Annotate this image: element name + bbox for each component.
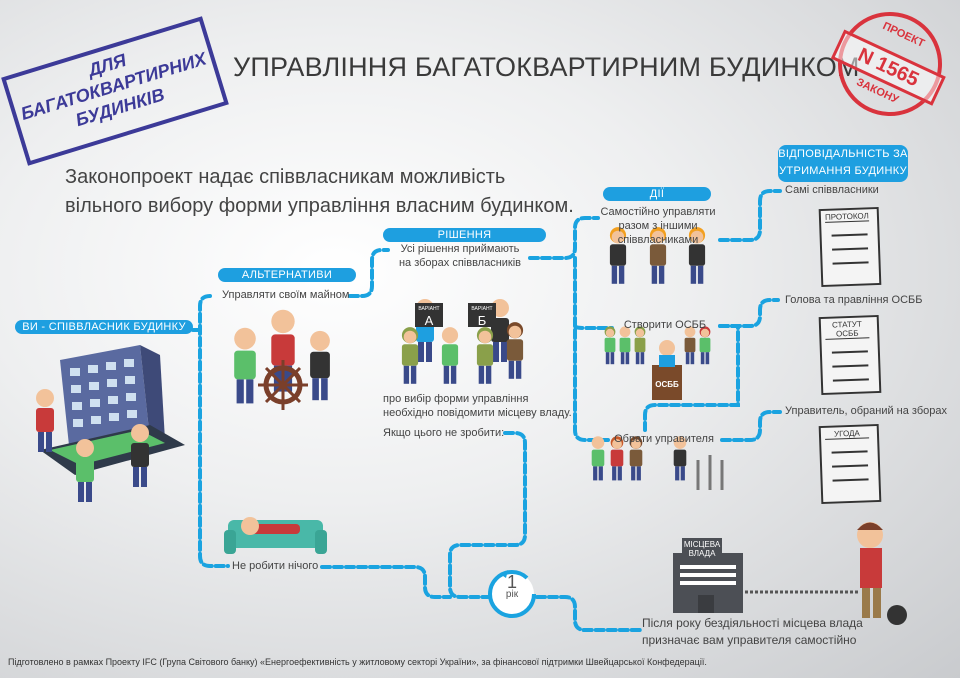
podium-label: ОСББ xyxy=(655,380,679,389)
text-line: призначає вам управителя самостійно xyxy=(642,633,857,647)
authority-sign: МІСЦЕВА ВЛАДА xyxy=(682,540,722,558)
apartment-building-illustration xyxy=(40,345,185,475)
connector-nothing-timer xyxy=(320,565,452,599)
alternatives-pill: АЛЬТЕРНАТИВИ xyxy=(218,268,356,282)
text-line: про вибір форми управління xyxy=(383,393,529,405)
connector-manage-decision xyxy=(348,248,390,298)
person-figure xyxy=(36,389,54,452)
alt-manage-label: Управляти своїм майном xyxy=(222,289,350,301)
person-figure xyxy=(441,327,459,384)
text-line: Самостійно управляти xyxy=(600,206,716,218)
agreement-document-icon: УГОДА xyxy=(818,423,882,505)
steering-wheel-illustration xyxy=(258,360,308,410)
local-authority-building xyxy=(673,538,743,613)
owner-pill: ВИ - СПІВВЛАСНИК БУДИНКУ xyxy=(15,320,193,334)
intro-line: вільного вибору форми управління власним… xyxy=(65,195,574,217)
responsibility-pill: ВІДПОВІДАЛЬНІСТЬ ЗА УТРИМАННЯ БУДИНКУ xyxy=(778,145,908,182)
board-a: ВАРІАНТ А xyxy=(415,305,443,328)
connector-osbb-resp xyxy=(718,298,780,328)
resp-osbb-label: Голова та правління ОСББ xyxy=(785,294,923,306)
chained-person-illustration xyxy=(745,522,907,625)
person-figure xyxy=(619,326,631,365)
intro-text: Законопроект надає співвласникам можливі… xyxy=(65,163,574,221)
timer-icon xyxy=(488,570,536,618)
person-figure xyxy=(310,330,330,401)
timer-label: 1 рік xyxy=(496,572,528,600)
connector-self-resp xyxy=(718,189,782,242)
statute-document-icon: СТАТУТ ОСББ xyxy=(818,314,882,396)
voting-boards xyxy=(415,303,496,327)
resp-manager-label: Управитель, обраний на зборах xyxy=(785,405,947,417)
person-figure xyxy=(673,436,687,481)
action-self-text: Самостійно управляти разом з іншими спів… xyxy=(595,205,721,247)
connector-owner-alternatives xyxy=(191,294,230,568)
person-figure xyxy=(591,436,605,481)
resp-owners-label: Самі співвласники xyxy=(785,184,879,196)
board-letter: А xyxy=(424,313,434,328)
tools-illustration xyxy=(696,455,724,490)
podium-illustration xyxy=(652,340,682,400)
action-manager-text: Обрати управителя xyxy=(614,433,714,445)
text-line: Усі рішення приймають xyxy=(400,243,520,255)
person-figure xyxy=(688,227,706,284)
person-figure xyxy=(699,326,711,365)
text-line: Після року бездіяльності місцева влада xyxy=(642,616,863,630)
person-figure xyxy=(604,326,616,365)
text-line: співвласниками xyxy=(617,234,699,246)
connector-ifnot-timer xyxy=(448,431,527,599)
person-figure xyxy=(610,436,624,481)
person-figure xyxy=(649,227,667,284)
decision-text: Усі рішення приймають на зборах співвлас… xyxy=(390,242,530,270)
timer-unit: рік xyxy=(505,589,519,600)
sofa-illustration xyxy=(224,517,327,554)
person-figure xyxy=(506,322,524,379)
doc-title: ПРОТОКОЛ xyxy=(824,211,870,223)
connector-decision-actions xyxy=(528,216,614,442)
sign-line: МІСЦЕВА xyxy=(683,540,721,549)
person-figure xyxy=(629,436,643,481)
person-figure xyxy=(401,327,419,384)
person-figure xyxy=(234,327,256,404)
person-figure xyxy=(476,327,494,384)
connector-timer-authority xyxy=(535,595,642,632)
person-figure xyxy=(609,227,627,284)
pill-line: УТРИМАННЯ БУДИНКУ xyxy=(779,165,907,177)
protocol-document-icon: ПРОТОКОЛ xyxy=(818,206,882,288)
doc-title: УГОДА xyxy=(824,428,870,440)
board-small: ВАРІАНТ xyxy=(471,306,493,312)
notify-text: про вибір форми управління необхідно пов… xyxy=(383,392,572,420)
decision-pill: РІШЕННЯ xyxy=(383,228,546,242)
pill-line: ВІДПОВІДАЛЬНІСТЬ ЗА xyxy=(778,148,908,160)
person-figure xyxy=(634,326,646,365)
timer-number: 1 xyxy=(506,572,517,592)
person-figure xyxy=(684,326,696,365)
authority-text: Після року бездіяльності місцева влада п… xyxy=(642,615,863,649)
text-line: необхідно повідомити місцеву владу. xyxy=(383,407,572,419)
action-osbb-text: Створити ОСББ xyxy=(623,319,707,331)
person-figure xyxy=(76,439,94,502)
text-line: разом з іншими xyxy=(618,220,698,232)
intro-line: Законопроект надає співвласникам можливі… xyxy=(65,166,506,188)
alt-nothing-label: Не робити нічого xyxy=(232,560,319,572)
board-small: ВАРІАНТ xyxy=(418,306,440,312)
connector-osbb-manager xyxy=(643,324,740,432)
footer-credits: Підготовлено в рамках Проекту IFC (Група… xyxy=(8,657,707,667)
board-b: ВАРІАНТ Б xyxy=(468,305,496,328)
connector-manager-resp xyxy=(720,410,782,442)
text-line: на зборах співвласників xyxy=(398,257,522,269)
actions-pill: ДІЇ xyxy=(603,187,711,201)
person-figure xyxy=(131,424,149,487)
board-letter: Б xyxy=(477,313,487,328)
doc-title: СТАТУТ ОСББ xyxy=(824,319,870,340)
sign-line: ВЛАДА xyxy=(688,549,716,558)
page-title: УПРАВЛІННЯ БАГАТОКВАРТИРНИМ БУДИНКОМ xyxy=(233,52,860,82)
if-not-text: Якщо цього не зробити: xyxy=(383,427,505,439)
